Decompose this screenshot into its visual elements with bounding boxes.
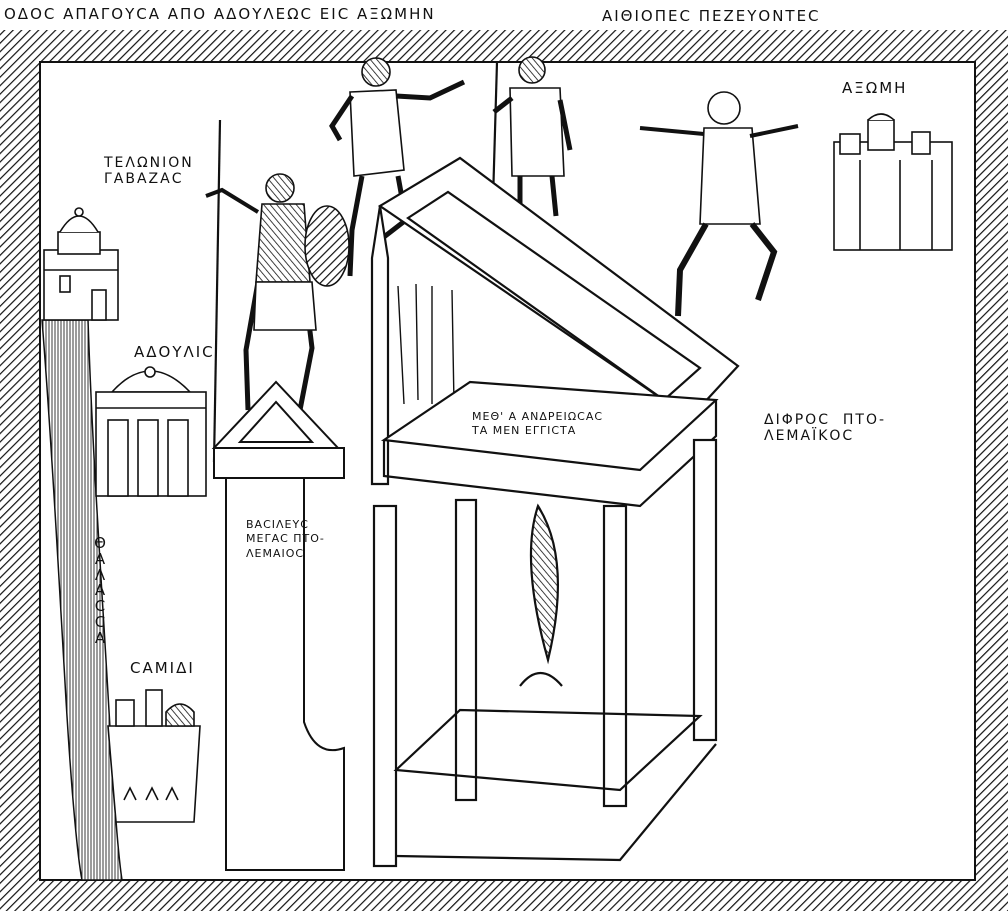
label-thalassa: ΘΑΛΑϹϹΑ — [94, 534, 106, 647]
label-basileus: ΒΑϹΙΛΕΥϹ ΜΕΓΑϹ ΠΤΟ- ΛΕΜΑΙΟϹ — [246, 518, 325, 560]
spearman-figure-icon — [492, 56, 573, 217]
label-telonion: ΤΕΛΩΝΙΟΝ ΓΑΒΑΖΑϹ — [104, 155, 194, 188]
running-figure-icon — [639, 91, 799, 317]
shield-icon — [304, 205, 350, 287]
label-axome: ΑΞΩΜΗ — [842, 79, 908, 97]
inscription-top-left: ΟΔΟϹ ΑΠΑΓΟΥϹΑ ΑΠΟ ΑΔΟΥΛΕΩϹ ΕΙϹ ΑΞΩΜΗΝ — [4, 5, 436, 23]
spear-pole-left — [212, 119, 222, 463]
label-diphros: ΔΙΦΡΟϹ ΠΤΟ- ΛΕΜΑΪΚΟϹ — [764, 412, 887, 445]
building-icon — [43, 207, 119, 321]
spear-pole-right — [491, 61, 499, 201]
adoulis-building-icon — [95, 366, 207, 497]
label-samidi: ϹΑΜΙΔΙ — [130, 659, 195, 677]
warrior-figure-icon — [205, 173, 350, 411]
label-adoulis: ΑΔΟΥΛΙϹ — [134, 343, 215, 361]
inscription-top-right: ΑΙΘΙΟΠΕϹ ΠΕΖΕΥΟΝΤΕϹ — [602, 7, 821, 25]
throne-inscription: ΜΕΘ' Α ΑΝΔΡΕΙΩϹΑϹ ΤΑ ΜΕΝ ΕΓΓΙϹΤΑ — [472, 410, 604, 438]
stele-icon — [211, 380, 345, 871]
shoreline-strip — [41, 319, 123, 881]
samidi-building-icon — [107, 689, 201, 823]
axome-building-icon — [833, 113, 953, 251]
throne-icon — [370, 156, 740, 868]
